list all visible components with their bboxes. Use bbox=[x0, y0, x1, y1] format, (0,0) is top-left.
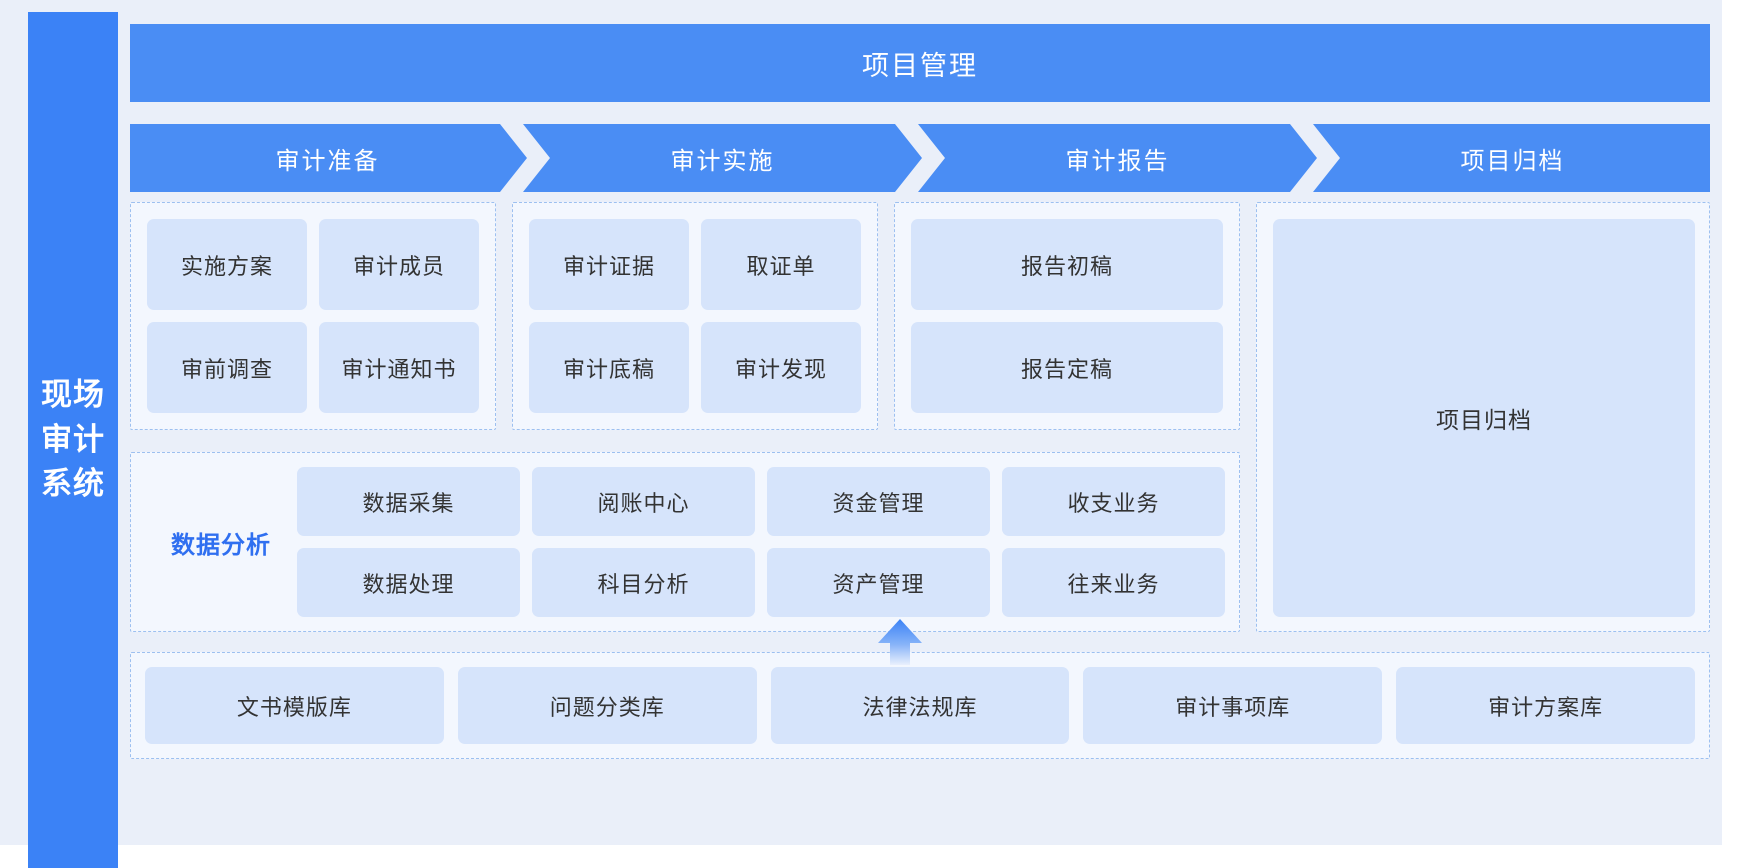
module-card[interactable]: 审计底稿 bbox=[529, 322, 689, 413]
module-card[interactable]: 项目归档 bbox=[1273, 219, 1695, 617]
project-management-banner[interactable]: 项目管理 bbox=[130, 24, 1710, 102]
module-card[interactable]: 科目分析 bbox=[532, 548, 755, 617]
module-card[interactable]: 问题分类库 bbox=[457, 667, 757, 744]
stage-group-execute: 审计证据 取证单 审计底稿 审计发现 bbox=[512, 202, 878, 430]
phase-audit-execute[interactable]: 审计实施 bbox=[525, 124, 920, 192]
phase-project-archive[interactable]: 项目归档 bbox=[1315, 124, 1710, 192]
content-area: 项目管理 审计准备 审计实施 审计报告 项目归档 实施方案 审计成员 bbox=[130, 12, 1710, 857]
library-grid: 文书模版库 问题分类库 法律法规库 审计事项库 审计方案库 bbox=[145, 667, 1695, 744]
project-management-label: 项目管理 bbox=[862, 50, 978, 81]
stage-modules-row: 实施方案 审计成员 审前调查 审计通知书 审计证据 取证单 审计底稿 审计发现 bbox=[130, 202, 1710, 665]
module-card[interactable]: 审计发现 bbox=[701, 322, 861, 413]
phase-arrow-bar: 审计准备 审计实施 审计报告 项目归档 bbox=[130, 124, 1710, 192]
up-arrow-icon bbox=[878, 619, 922, 665]
module-card[interactable]: 数据处理 bbox=[297, 548, 520, 617]
module-grid-execute: 审计证据 取证单 审计底稿 审计发现 bbox=[529, 219, 861, 413]
library-group: 文书模版库 问题分类库 法律法规库 审计事项库 审计方案库 bbox=[130, 652, 1710, 759]
phase-label: 审计准备 bbox=[275, 147, 380, 175]
phase-audit-report[interactable]: 审计报告 bbox=[920, 124, 1315, 192]
module-card[interactable]: 审计通知书 bbox=[319, 322, 479, 413]
module-card[interactable]: 收支业务 bbox=[1002, 467, 1225, 536]
module-card[interactable]: 审计方案库 bbox=[1396, 667, 1695, 744]
module-card[interactable]: 审计证据 bbox=[529, 219, 689, 310]
stage-group-archive: 项目归档 bbox=[1256, 202, 1710, 632]
data-analysis-label: 数据分析 bbox=[171, 531, 271, 559]
module-grid-prepare: 实施方案 审计成员 审前调查 审计通知书 bbox=[147, 219, 479, 413]
module-card[interactable]: 阅账中心 bbox=[532, 467, 755, 536]
module-card[interactable]: 资金管理 bbox=[767, 467, 990, 536]
brand-title: 现场审计系统 bbox=[41, 376, 105, 502]
module-card[interactable]: 取证单 bbox=[701, 219, 861, 310]
phase-audit-prepare[interactable]: 审计准备 bbox=[130, 124, 525, 192]
data-analysis-grid: 数据采集 阅账中心 资金管理 收支业务 数据处理 科目分析 资产管理 往来业务 bbox=[297, 467, 1225, 617]
module-card[interactable]: 审计事项库 bbox=[1083, 667, 1383, 744]
data-analysis-inner: 数据分析 数据采集 阅账中心 资金管理 收支业务 数据处理 科目分析 资产管理 … bbox=[145, 467, 1225, 617]
brand-sidebar: 现场审计系统 bbox=[28, 12, 118, 868]
phase-label: 审计实施 bbox=[670, 147, 775, 175]
stage-group-report: 报告初稿 报告定稿 bbox=[894, 202, 1240, 430]
module-card[interactable]: 资产管理 bbox=[767, 548, 990, 617]
module-card[interactable]: 实施方案 bbox=[147, 219, 307, 310]
module-grid-report: 报告初稿 报告定稿 bbox=[911, 219, 1223, 413]
module-card[interactable]: 报告定稿 bbox=[911, 322, 1223, 413]
module-card[interactable]: 往来业务 bbox=[1002, 548, 1225, 617]
module-card[interactable]: 审前调查 bbox=[147, 322, 307, 413]
module-card[interactable]: 数据采集 bbox=[297, 467, 520, 536]
module-card[interactable]: 文书模版库 bbox=[145, 667, 444, 744]
module-card[interactable]: 审计成员 bbox=[319, 219, 479, 310]
module-card[interactable]: 法律法规库 bbox=[770, 667, 1070, 744]
phase-label: 审计报告 bbox=[1065, 147, 1170, 175]
module-card[interactable]: 报告初稿 bbox=[911, 219, 1223, 310]
phase-label: 项目归档 bbox=[1460, 147, 1565, 175]
data-analysis-group: 数据分析 数据采集 阅账中心 资金管理 收支业务 数据处理 科目分析 资产管理 … bbox=[130, 452, 1240, 632]
stage-group-prepare: 实施方案 审计成员 审前调查 审计通知书 bbox=[130, 202, 496, 430]
